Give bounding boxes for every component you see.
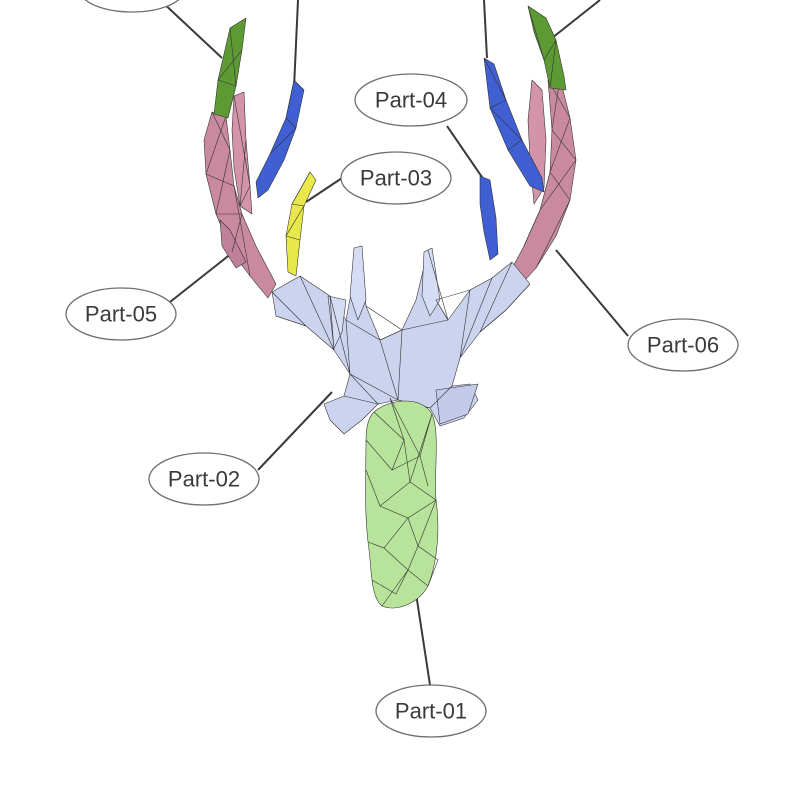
part-02-crown [271,245,531,435]
callout-part-05: Part-05 [65,287,177,341]
label-part-02: Part-02 [168,467,240,492]
part-02-right-ear [435,383,479,425]
part-04-blue-tine-outer [483,57,545,193]
part-05-left-antler [203,91,277,299]
part-03-yellow-tine [285,171,317,277]
left-antler-green-tip [213,17,247,119]
part-04-blue-tine-inner [479,175,499,261]
leader-part-03 [305,177,343,203]
callout-top-left-partial [84,0,180,13]
leader-top-right [483,0,488,59]
part-05-lower-tine [219,219,247,269]
label-part-05: Part-05 [85,302,157,327]
callout-part-03: Part-03 [340,151,452,205]
leader-top-right-2 [551,0,601,39]
part-06-beam [507,77,577,289]
label-part-01: Part-01 [395,699,467,724]
callout-part-04: Part-04 [354,73,468,127]
leader-part-05 [169,252,233,303]
leader-part-06 [555,249,629,337]
left-antler-blue-tine [255,79,305,199]
part-01-snout [365,400,439,609]
callout-part-01: Part-01 [375,684,487,738]
part-05-beam [203,111,277,299]
part-02-mid-tine [349,245,367,321]
right-antler-green-tip [527,5,567,91]
label-part-04: Part-04 [375,88,447,113]
callout-part-06: Part-06 [627,318,739,372]
leader-part-04 [446,125,485,181]
part-02-right-tine [421,247,441,317]
part-02-left-tine [327,295,347,349]
label-part-06: Part-06 [647,333,719,358]
leader-part-02 [257,391,333,471]
callout-part-02: Part-02 [148,452,260,506]
leader-top-left-2 [293,0,299,89]
leader-top-left [159,0,223,59]
part-01-head [365,397,439,609]
label-part-03: Part-03 [360,166,432,191]
deer-head-model [203,5,577,609]
part-05-inner-tine [231,91,253,215]
